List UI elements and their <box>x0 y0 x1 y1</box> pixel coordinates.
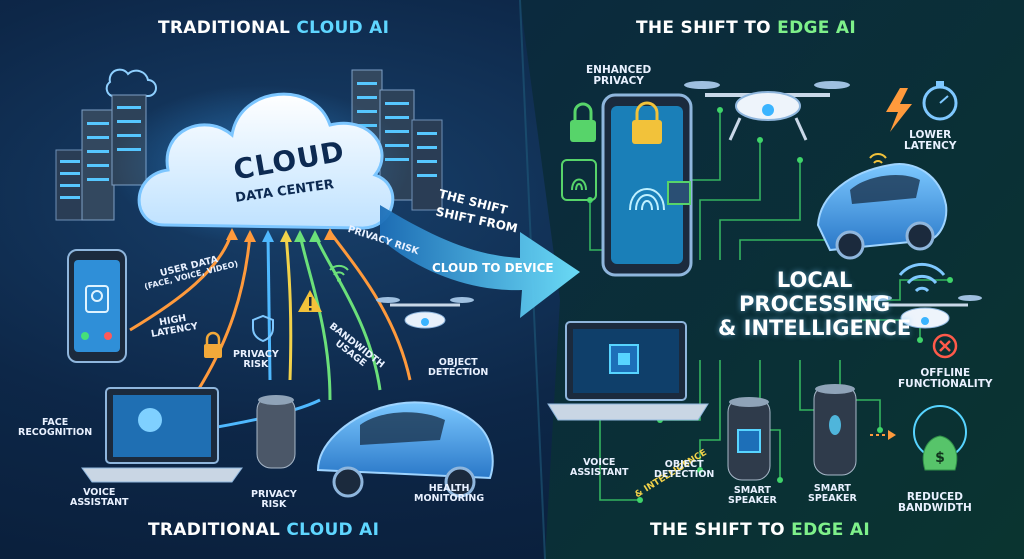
left-bottom-title-prefix: Traditional <box>148 520 287 540</box>
local-processing-title: Local Processing & Intelligence <box>718 268 911 340</box>
left-bottom-title-highlight: Cloud AI <box>286 520 380 540</box>
right-bottom-title-prefix: The Shift to <box>650 520 792 540</box>
object-detection-label-left: Object Detection <box>428 358 488 378</box>
wifi-icon <box>329 264 349 282</box>
laptop-device <box>81 387 243 483</box>
face-recognition-line2: Recognition <box>18 426 93 438</box>
voice-assistant-right-line1: Voice <box>583 457 616 468</box>
lower-latency-line1: Lower <box>909 129 952 141</box>
money-bag-icon: $ <box>870 405 967 471</box>
enhanced-privacy-line2: Privacy <box>593 75 644 88</box>
health-monitoring-label: Health Monitoring <box>414 484 484 504</box>
left-title: Traditional Cloud AI <box>158 18 390 38</box>
local-processing-line3: & Intelligence <box>718 316 912 341</box>
fingerprint-icon <box>561 159 597 201</box>
voice-assistant-left-line2: Assistant <box>70 496 129 508</box>
offline-x-icon <box>932 333 958 359</box>
voice-assistant-label-left: Voice Assistant <box>70 488 129 508</box>
local-processing-line2: Processing <box>739 292 891 317</box>
smart-speaker-b-line2: Speaker <box>808 492 857 504</box>
privacy-risk-label-bottom: Privacy Risk <box>251 490 297 510</box>
lock-icon <box>204 331 222 358</box>
smart-speaker-label-b: Smart Speaker <box>808 484 857 504</box>
voice-assistant-left-line1: Voice <box>83 487 116 498</box>
privacy-risk-mid-line1: Privacy <box>233 349 279 360</box>
voice-assistant-label-right: Voice Assistant <box>570 458 629 478</box>
right-bottom-title: The Shift to Edge AI <box>650 520 870 540</box>
svg-text:$: $ <box>935 450 945 466</box>
smart-speaker-device <box>727 397 771 481</box>
left-bottom-title: Traditional Cloud AI <box>148 520 380 540</box>
drone-device <box>684 81 850 141</box>
smart-speaker-a-line2: Speaker <box>728 494 777 506</box>
smart-speaker-label-a: Smart Speaker <box>728 486 777 506</box>
car-device <box>316 401 494 498</box>
right-title: The Shift to Edge AI <box>636 18 856 38</box>
privacy-risk-bottom-line2: Risk <box>261 498 287 510</box>
object-detection-right-line1: Object <box>664 459 704 470</box>
local-processing-line1: Local <box>776 268 853 292</box>
shield-icon <box>252 314 274 343</box>
arrow-heads <box>226 228 336 242</box>
offline-functionality-label: Offline Functionality <box>898 367 993 391</box>
left-title-prefix: Traditional <box>158 18 297 38</box>
smartphone-device <box>67 249 127 363</box>
warning-icon <box>298 290 322 312</box>
privacy-risk-bottom-line1: Privacy <box>251 489 297 500</box>
health-monitoring-line2: Monitoring <box>414 492 485 504</box>
lock-icon <box>570 102 596 142</box>
right-title-prefix: The Shift to <box>636 18 778 38</box>
object-detection-right-line2: Detection <box>654 468 715 480</box>
privacy-risk-mid-line2: Risk <box>243 358 269 370</box>
offline-line1: Offline <box>920 367 971 379</box>
cloud-data-center <box>110 85 410 245</box>
laptop-device <box>547 321 709 421</box>
reduced-bandwidth-line2: Bandwidth <box>898 502 972 515</box>
shift-arrow <box>380 205 580 318</box>
drone-device <box>376 297 474 329</box>
drone-device <box>868 295 982 329</box>
lower-latency-line2: Latency <box>904 140 957 153</box>
lower-latency-label: Lower Latency <box>904 129 957 153</box>
left-title-highlight: Cloud AI <box>296 18 390 38</box>
smart-speaker-device <box>256 395 296 469</box>
right-bottom-title-highlight: Edge AI <box>791 520 870 540</box>
health-monitoring-line1: Health <box>428 483 470 494</box>
face-recognition-line1: Face <box>41 417 69 428</box>
privacy-risk-label-mid: Privacy Risk <box>233 350 279 370</box>
reduced-bandwidth-line1: Reduced <box>906 491 963 503</box>
right-title-highlight: Edge AI <box>777 18 856 38</box>
face-recognition-label: Face Recognition <box>18 418 92 438</box>
wifi-icon <box>898 262 946 293</box>
enhanced-privacy-label: Enhanced Privacy <box>586 64 652 88</box>
smart-speaker-a-line1: Smart <box>733 485 771 496</box>
shift-label-line3: Cloud to Device <box>432 261 554 275</box>
enhanced-privacy-line1: Enhanced <box>586 64 652 76</box>
car-device <box>816 153 948 260</box>
smart-speaker-device <box>813 384 857 476</box>
offline-line2: Functionality <box>898 378 993 391</box>
smart-speaker-b-line1: Smart <box>813 483 851 494</box>
reduced-bandwidth-label: Reduced Bandwidth <box>898 491 972 515</box>
voice-assistant-right-line2: Assistant <box>570 466 629 478</box>
small-cloud-icon <box>105 68 157 97</box>
data-upload-arrows <box>129 231 412 432</box>
stopwatch-icon <box>922 81 958 121</box>
object-detection-label-right: Object Detection <box>654 460 714 480</box>
object-detection-left-line1: Object <box>438 357 478 368</box>
smartphone-device <box>601 93 693 277</box>
object-detection-left-line2: Detection <box>428 366 489 378</box>
lightning-icon <box>886 88 912 132</box>
